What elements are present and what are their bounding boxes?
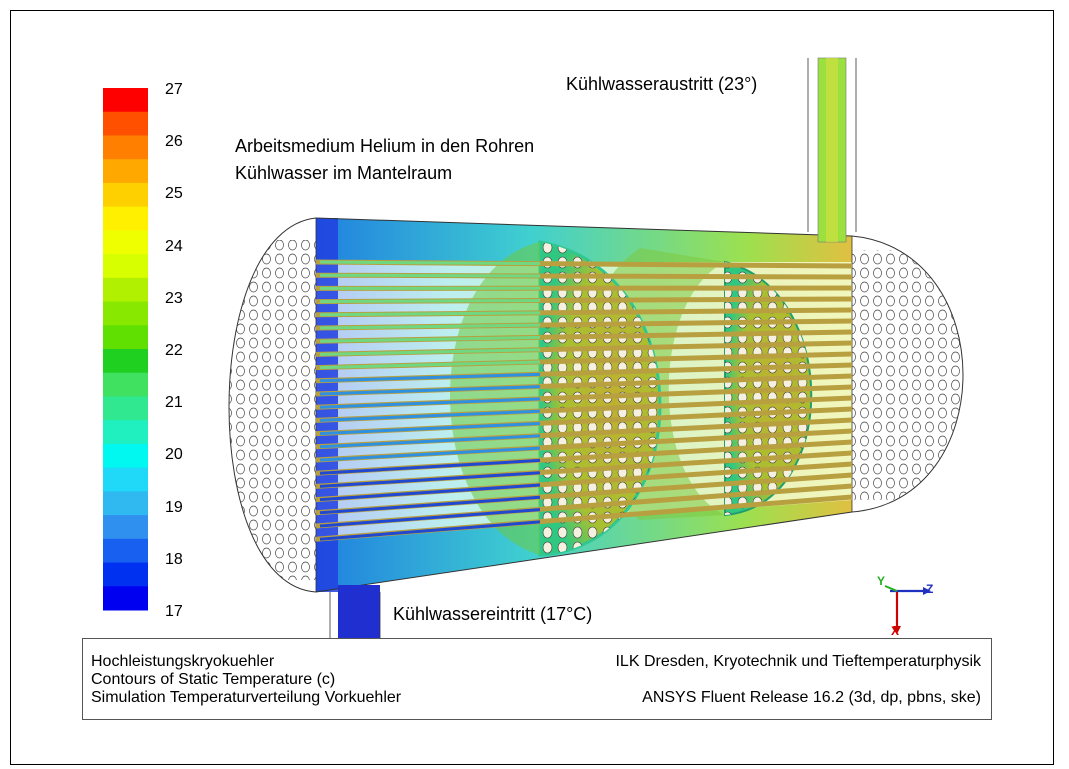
footer-contours: Contours of Static Temperature (c) <box>91 671 336 688</box>
tube-core <box>319 434 541 449</box>
footer-solver: ANSYS Fluent Release 16.2 (3d, dp, pbns,… <box>642 689 981 706</box>
tube-core <box>319 323 541 330</box>
legend-tick-label: 24 <box>165 237 183 255</box>
tube-bundle <box>315 259 853 542</box>
tube-core <box>319 409 541 422</box>
color-bar-segment <box>103 538 148 564</box>
color-bar-segment <box>103 111 148 136</box>
color-bar-segment <box>103 515 148 540</box>
legend-tick-label: 26 <box>165 133 183 151</box>
color-bar-segment <box>103 491 148 516</box>
legend-tick-label: 17 <box>165 603 183 620</box>
shell-top <box>316 218 852 262</box>
legend-tick-label: 18 <box>165 550 183 568</box>
footer-institute: ILK Dresden, Kryotechnik und Tieftempera… <box>615 653 981 670</box>
legend-tick-label: 22 <box>165 342 183 359</box>
legend-tick-label: 21 <box>165 394 183 412</box>
color-bar-segment <box>103 159 148 184</box>
tube-core <box>319 508 541 528</box>
medium-label-line1: Arbeitsmedium Helium in den Rohren <box>235 136 535 156</box>
axis-y-label: Y <box>877 574 886 588</box>
color-bar-segment <box>103 372 148 397</box>
tube-core <box>319 299 541 304</box>
color-bar-segment <box>103 88 148 113</box>
tube-core <box>319 273 541 278</box>
color-bar-segment <box>103 443 148 469</box>
color-bar-segment <box>103 349 148 374</box>
color-bar-segment <box>103 206 148 231</box>
color-bar-segment <box>103 277 148 303</box>
tube-core <box>319 446 541 462</box>
axis-triad <box>884 585 931 634</box>
temperature-color-bar <box>103 88 148 611</box>
legend-tick-label: 27 <box>165 81 183 98</box>
tube-core <box>319 372 541 383</box>
color-bar-segment <box>103 301 148 326</box>
tube-core <box>319 335 541 343</box>
info-footer: Hochleistungskryokuehler Contours of Sta… <box>82 638 992 720</box>
inlet-label: Kühlwassereintritt (17°C) <box>393 604 593 624</box>
axis-z-label: Z <box>926 582 934 596</box>
tube-core <box>319 495 541 515</box>
color-bar-segment <box>103 325 148 350</box>
outlet-label: Kühlwasseraustritt (23°) <box>566 74 758 94</box>
color-bar-segment <box>103 420 148 445</box>
tube-core <box>319 520 541 541</box>
tube-core <box>319 471 541 488</box>
color-bar-segment <box>103 562 148 587</box>
legend-tick-label: 25 <box>165 185 183 203</box>
tube-core <box>319 458 541 475</box>
color-bar-segment <box>103 586 148 611</box>
tube-core <box>319 360 541 370</box>
tube-core <box>319 348 541 356</box>
color-bar-segment <box>103 254 148 279</box>
legend-tick-label: 20 <box>165 446 183 464</box>
color-bar-segment <box>103 135 148 160</box>
tube-core <box>319 483 541 502</box>
color-bar-segment <box>103 396 148 421</box>
tube-core <box>319 260 541 266</box>
footer-title: Hochleistungskryokuehler <box>91 653 275 670</box>
color-bar-segment <box>103 230 148 255</box>
tube-core <box>319 385 541 396</box>
legend-tick-label: 23 <box>165 289 183 307</box>
axis-x-label: X <box>891 624 900 638</box>
inlet-pipe <box>338 585 380 643</box>
legend-tick-label: 19 <box>165 498 183 516</box>
tube-core <box>319 397 541 409</box>
tube-core <box>319 311 541 317</box>
color-bar-segment <box>103 182 148 208</box>
footer-simulation: Simulation Temperaturverteilung Vorkuehl… <box>91 689 402 706</box>
tube-core <box>319 422 541 436</box>
color-bar-segment <box>103 467 148 492</box>
medium-label-line2: Kühlwasser im Mantelraum <box>235 163 453 183</box>
